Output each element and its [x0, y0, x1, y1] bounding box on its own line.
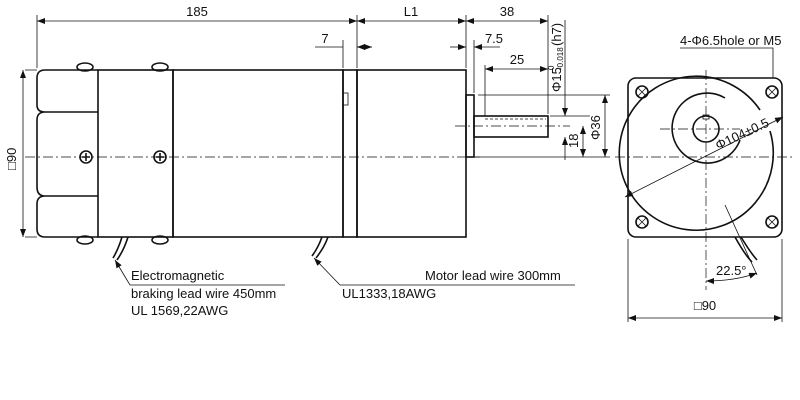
- motor-wire: [311, 236, 329, 259]
- brake-cover: [36, 69, 98, 238]
- motor-wire-label-1: Motor lead wire 300mm: [425, 268, 561, 283]
- mount-holes-label: 4-Φ6.5hole or M5: [680, 33, 781, 48]
- motor-body: [172, 69, 344, 238]
- front-view: Φ104±0.5 4-Φ6.5hole or M5 22.5° □90: [615, 33, 795, 322]
- brake-section: [97, 69, 174, 238]
- bolt-heads: [76, 62, 169, 245]
- dim-90-front-label: □90: [694, 298, 716, 313]
- gearhead-outline: [618, 75, 775, 231]
- motor-wire-label-2: UL1333,18AWG: [342, 286, 436, 301]
- motor-wire-leader: [313, 257, 575, 286]
- wire-angle-label: 22.5°: [716, 263, 747, 278]
- flange-tab: [342, 92, 349, 106]
- flange-square: [627, 77, 783, 238]
- dim-18-label: 18: [566, 134, 581, 148]
- pcd-label: Φ104±0.5: [713, 115, 771, 153]
- angle-dimension: [705, 272, 758, 284]
- dim-90-side-label: □90: [4, 148, 19, 170]
- svg-text:(h7): (h7): [549, 23, 564, 46]
- dim-l1-label: L1: [404, 4, 418, 19]
- front-wire: [734, 236, 758, 263]
- svg-text:Φ15: Φ15: [549, 67, 564, 92]
- dim-185-label: 185: [186, 4, 208, 19]
- dim-7-label: 7: [321, 31, 328, 46]
- shaft-diameter-label: Φ15 0 -0.018 (h7): [547, 23, 565, 92]
- gearhead: [356, 69, 467, 238]
- svg-text:0: 0: [547, 65, 556, 70]
- side-view: 185 L1 38 7 7.5 25 Φ15 0 -0.018 (h7) 18 …: [4, 4, 610, 318]
- flange: [342, 69, 358, 238]
- svg-text:-0.018: -0.018: [556, 47, 565, 70]
- output-shaft: [473, 115, 549, 138]
- brake-wire-label-1: Electromagnetic: [131, 268, 225, 283]
- dim-38-label: 38: [500, 4, 514, 19]
- screw-icon: [79, 150, 167, 164]
- brake-wire-label-3: UL 1569,22AWG: [131, 303, 228, 318]
- dim-25-label: 25: [510, 52, 524, 67]
- brake-wire-label-2: braking lead wire 450mm: [131, 286, 276, 301]
- mount-hole-icons: [635, 85, 779, 229]
- dim-7-5-label: 7.5: [485, 31, 503, 46]
- hole-leader: [680, 47, 774, 78]
- dim-36-label: Φ36: [588, 115, 603, 140]
- pcd-dimension: [624, 116, 784, 198]
- brake-wire: [112, 236, 129, 261]
- brake-wire-leader: [114, 259, 285, 286]
